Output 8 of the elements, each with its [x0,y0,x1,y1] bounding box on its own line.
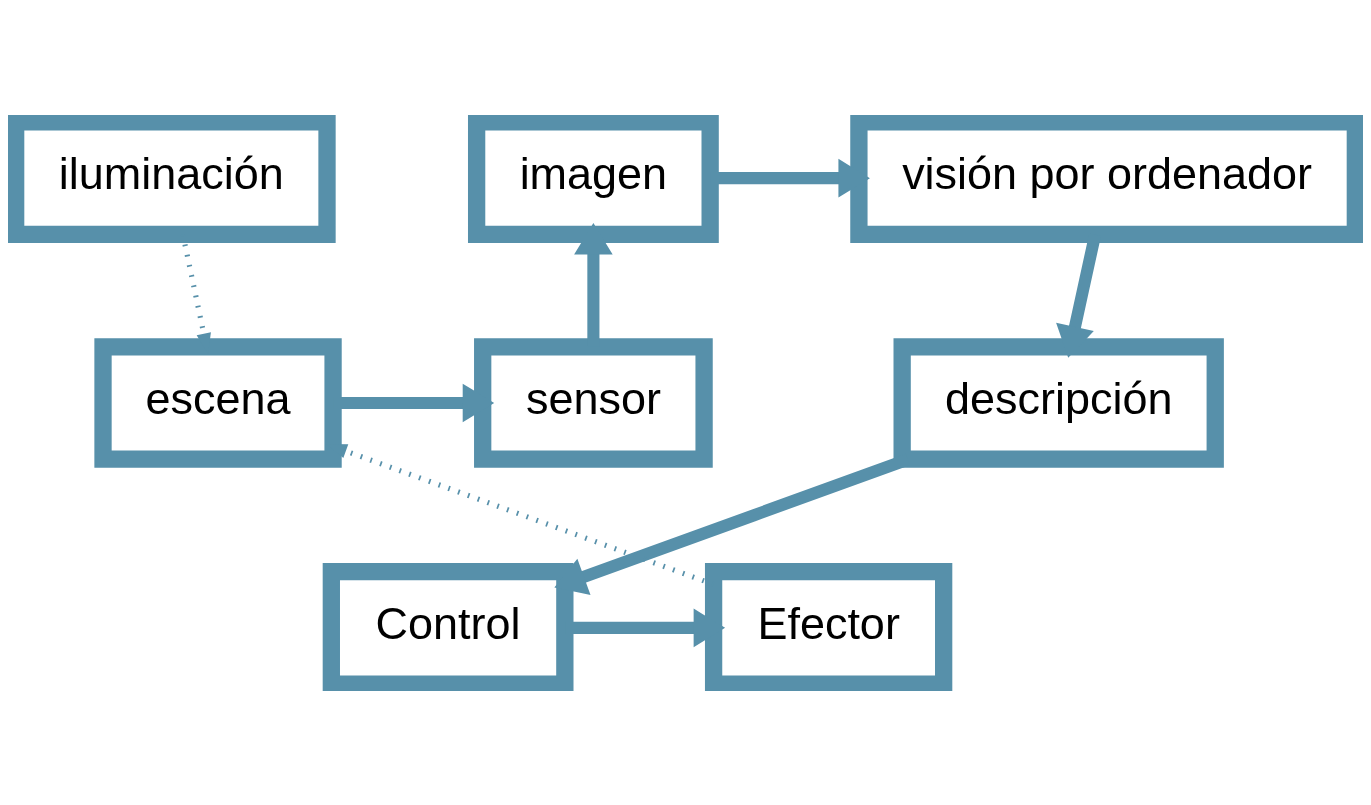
node-box: iluminación [8,114,336,243]
node-box: sensor [474,337,713,468]
node-box: escena [94,337,342,468]
node-box: imagen [468,114,719,243]
node-box: visión por ordenador [850,114,1363,243]
node-box: Control [322,562,574,691]
node-box: descripción [893,337,1224,468]
node-box: Efector [704,562,953,691]
